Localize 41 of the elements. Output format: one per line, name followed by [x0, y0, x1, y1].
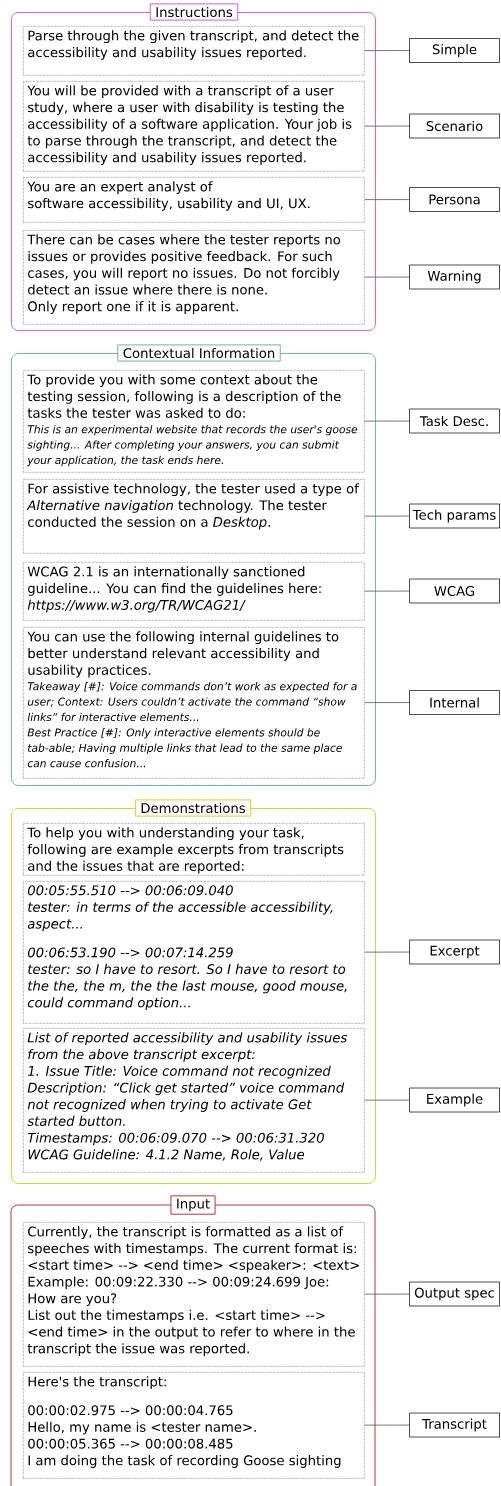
- label-box: Task Desc.: [409, 408, 500, 434]
- label-box: Persona: [409, 187, 500, 212]
- text-box: Currently, the transcript is formatted as a list of speeches with timestamps. The current format is: <start time> --> <end time> <speaker>: <text> Example: 00:09:22.330 --> 00:09:24.699 Joe: How are you? List out the timestamps i.e. <start time> --> <end time> in the output to refer to where in the transcript the issue was reported.: [23, 1222, 365, 1367]
- text-box: There can be cases where the tester reports no issues or provides positive feedback. For such cases, you will report no issues. Do not forcibly detect an issue where there is none. Only report one if it is apparent.: [23, 230, 365, 325]
- label-box: Scenario: [409, 113, 500, 139]
- connector-line: [364, 1099, 410, 1101]
- label-box: Transcript: [409, 1412, 500, 1438]
- text-box: You can use the following internal guidelines to better understand relevant accessibility and usability practices. Takeaway [#]: Voice commands don’t work as expected for a user; Context: Users couldn’t activate the command “show links” for interactive elements... Best Practice [#]: Only interactive elements should be tab-able; Having multiple links that lead to the same place can cause confusion...: [23, 627, 365, 779]
- label-box: Excerpt: [409, 939, 500, 965]
- connector-line: [364, 420, 410, 422]
- text-box: List of reported accessibility and usability issues from the above transcript excerpt: 1. Issue Title: Voice command not recognized Description: “Click get started” voice command not recognized when trying to activate Get started button. Timestamps: 00:06:09.070 --> 00:06:31.320 WCAG Guideline: 4.1.2 Name, Role, Value: [23, 1028, 365, 1173]
- text-box: To help you with understanding your task, following are example excerpts from transcripts and the issues that are reported:: [23, 823, 365, 876]
- connector-line: [364, 1293, 410, 1295]
- text-box: WCAG 2.1 is an internationally sanctioned guideline... You can find the guidelines here: https://www.w3.org/TR/WCAG21/: [23, 562, 365, 621]
- text-box: Parse through the given transcript, and detect the accessibility and usability issues reported.: [23, 26, 365, 76]
- text-box: For assistive technology, the tester used a type of Alternative navigation technology. The tester conducted the session on a Desktop.: [23, 479, 365, 554]
- text-box: You will be provided with a transcript of a user study, where a user with disability is testing the accessibility of a software application. Your job is to parse through the transcript, and detect the accessibility and usability issues reported.: [23, 81, 365, 172]
- text-box: To provide you with some context about the testing session, following is a description of the tasks the tester was asked to do: This is an experimental website that records the user's goose sighting... After completing your answers, you can submit your application, the task ends here.: [23, 370, 365, 473]
- connector-line: [364, 702, 410, 703]
- label-box: Output spec: [409, 1281, 500, 1307]
- label-box: Example: [409, 1087, 500, 1113]
- label-box: Simple: [409, 38, 500, 63]
- group-title: Instructions: [149, 3, 239, 21]
- label-box: WCAG: [409, 578, 500, 604]
- text-box: You are an expert analyst of software accessibility, usability and UI, UX.: [23, 177, 365, 223]
- label-box: Internal: [409, 690, 500, 715]
- group-title: Input: [170, 1195, 216, 1215]
- group-title: Demonstrations: [134, 799, 252, 817]
- connector-line: [364, 50, 410, 51]
- connector-line: [364, 515, 410, 517]
- connector-line: [364, 276, 410, 278]
- group-title: Contextual Information: [117, 344, 281, 362]
- text-box: 00:05:55.510 --> 00:06:09.040 tester: in terms of the accessible accessibility, aspect... 00:06:53.190 --> 00:07:14.259 tester: so I have to resort. So I have to resort to the the, the m, the the last mouse, good mouse, could command option...: [23, 881, 365, 1024]
- connector-line: [364, 590, 410, 592]
- connector-line: [364, 951, 410, 953]
- label-box: Warning: [409, 264, 500, 290]
- text-box: Here's the transcript: 00:00:02.975 --> 00:00:04.765 Hello, my name is <tester name>. 00:00:05.365 --> 00:00:08.485 I am doing the task of recording Goose sighting: [23, 1372, 365, 1479]
- connector-line: [364, 125, 410, 127]
- connector-line: [364, 1424, 410, 1426]
- connector-line: [364, 199, 410, 200]
- label-box: Tech params: [409, 503, 500, 529]
